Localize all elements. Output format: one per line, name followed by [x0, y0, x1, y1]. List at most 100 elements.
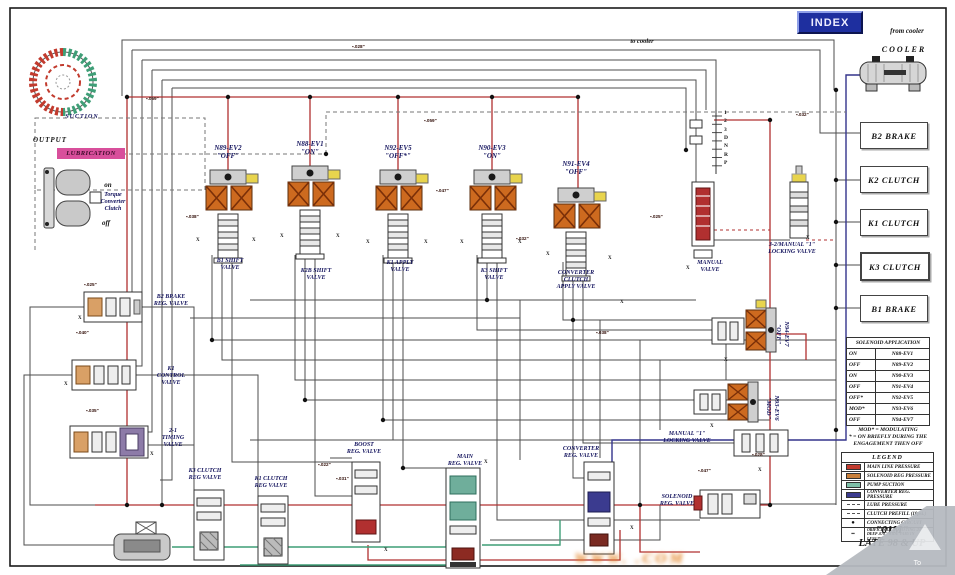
- connecting-circuit-dot: [395, 94, 401, 100]
- cooler-label: COOLER: [881, 45, 927, 54]
- manual-valve-graphic: [689, 110, 717, 259]
- connecting-circuit-dot: [159, 502, 165, 508]
- legend-swatch-solid: [841, 471, 865, 481]
- orifice-label: ▪.022": [318, 462, 331, 467]
- valve-label: BOOST REG. VALVE: [346, 442, 382, 456]
- exhaust-port-mark: X: [336, 234, 340, 239]
- wire: [121, 39, 835, 96]
- solenoid-label-n93-ev6: N93-EV6 "MOD": [765, 395, 780, 421]
- orifice-label: ▪.038": [596, 330, 609, 335]
- solenoid-id: N94-EV7: [874, 414, 931, 426]
- exhaust-port-mark: X: [484, 460, 488, 465]
- wire: [430, 339, 641, 505]
- solenoid-label-n89-ev2: N89-EV2 "OFF": [214, 144, 242, 161]
- orifice-label: ▪.025": [84, 282, 97, 287]
- wire: [160, 88, 173, 481]
- legend-label: MAIN LINE PRESSURE: [864, 462, 934, 472]
- pump-gear: [29, 48, 97, 116]
- oil-filter-graphic: [113, 521, 171, 561]
- wire: [34, 117, 206, 191]
- tc-off-label: off: [101, 219, 111, 227]
- exhaust-port-mark: X: [518, 240, 522, 245]
- wire: [231, 255, 352, 463]
- connecting-circuit-dot: [323, 151, 329, 157]
- connecting-circuit-dot: [833, 87, 839, 93]
- wire: [465, 530, 621, 561]
- wire: [845, 74, 860, 96]
- wire: [325, 111, 846, 154]
- connecting-circuit-dot: [225, 94, 231, 100]
- wire: [572, 262, 584, 479]
- component-box-k2-clutch: K2 CLUTCH: [860, 166, 928, 193]
- connecting-circuit-dot: [833, 305, 839, 311]
- solenoid-label-n90-ev3: N90-EV3 "ON": [478, 144, 506, 161]
- orifice-label: ▪.047": [698, 468, 711, 473]
- valve-label: B2 BRAKE REG. VALVE: [153, 294, 189, 308]
- torque-converter: [43, 167, 102, 229]
- solenoid-id: N91-EV4: [874, 381, 931, 393]
- selector-position-R: R: [724, 151, 728, 158]
- exhaust-port-mark: X: [724, 358, 728, 363]
- connecting-circuit-dot: [833, 427, 839, 433]
- connecting-circuit-dot: [637, 502, 643, 508]
- selector-position-P: P: [724, 159, 728, 166]
- valve-label: 3-2/MANUAL "1" LOCKING VALVE: [768, 242, 816, 256]
- valve-label: K1 CLUTCH REG VALVE: [254, 476, 288, 490]
- connecting-circuit-dot: [484, 297, 490, 303]
- orifice-label: ▪.028": [352, 44, 365, 49]
- legend-row: LUBE PRESSURE: [841, 500, 934, 510]
- wire: [190, 317, 521, 380]
- tc-clutch-label: Torque Converter Clutch: [100, 192, 126, 213]
- wire: [562, 262, 727, 380]
- selector-position-D: D: [724, 134, 728, 141]
- exhaust-port-mark: X: [366, 240, 370, 245]
- exhaust-port-mark: X: [460, 240, 464, 245]
- valve-label: CONVERTER CLUTCH APPLY VALVE: [556, 270, 596, 291]
- exhaust-port-mark: X: [630, 526, 634, 531]
- connecting-circuit-dot: [124, 502, 130, 508]
- legend-label: LUBE PRESSURE: [864, 500, 934, 510]
- connecting-circuit-dot: [767, 117, 773, 123]
- valve-label: K3 SHIFT VALVE: [480, 268, 508, 282]
- solenoid-state: OFF: [846, 359, 876, 371]
- solenoid-reg-valve-graphic: [693, 489, 761, 519]
- solenoid-label-n88-ev1: N88-EV1 "ON": [296, 140, 324, 157]
- wire: [162, 79, 697, 150]
- index-button[interactable]: INDEX: [797, 11, 863, 34]
- solenoid-notes: MOD* = MODULATING * = ON BRIEFLY DURING …: [848, 427, 928, 447]
- legend-row: SOLENOID REG PRESSURE: [841, 471, 934, 481]
- legend-swatch-solid: [841, 489, 865, 501]
- boost-reg-valve-graphic: [351, 461, 381, 543]
- wire: [29, 306, 116, 506]
- valve-label: K3 CLUTCH REG VALVE: [188, 468, 222, 482]
- solenoid-ev7-graphic: [711, 299, 777, 353]
- solenoid-label-n92-ev5: N92-EV5 "OFF*": [384, 144, 412, 161]
- wire: [23, 374, 114, 546]
- k1-clutch-reg-valve-graphic: [257, 495, 289, 565]
- logo-text: To: [913, 560, 921, 567]
- solenoid-id: N88-EV1: [874, 348, 931, 360]
- solenoid-state: ON: [846, 370, 876, 382]
- exhaust-port-mark: X: [608, 256, 612, 261]
- connecting-circuit-dot: [833, 262, 839, 268]
- wire: [482, 520, 561, 546]
- k3-clutch-reg-valve-graphic: [193, 489, 225, 561]
- component-box-b2-brake: B2 BRAKE: [860, 122, 928, 149]
- exhaust-port-mark: X: [758, 468, 762, 473]
- exhaust-port-mark: X: [686, 266, 690, 271]
- solenoid-id: N92-EV5: [874, 392, 931, 404]
- connecting-circuit-dot: [683, 147, 689, 153]
- wire: [776, 333, 807, 360]
- valve-label: MAIN REG. VALVE: [447, 454, 483, 468]
- exhaust-port-mark: X: [64, 382, 68, 387]
- solenoid-application-title: SOLENOID APPLICATION: [846, 337, 930, 349]
- orifice-label: ▪.032": [516, 236, 529, 241]
- legend-swatch-solid: [841, 480, 865, 490]
- component-box-k1-clutch: K1 CLUTCH: [860, 209, 928, 236]
- output-label: OUTPUT: [33, 136, 67, 144]
- selector-position-1: 1: [724, 110, 727, 116]
- connecting-circuit-dot: [124, 94, 130, 100]
- valve-label: K1 APPLY VALVE: [386, 260, 414, 274]
